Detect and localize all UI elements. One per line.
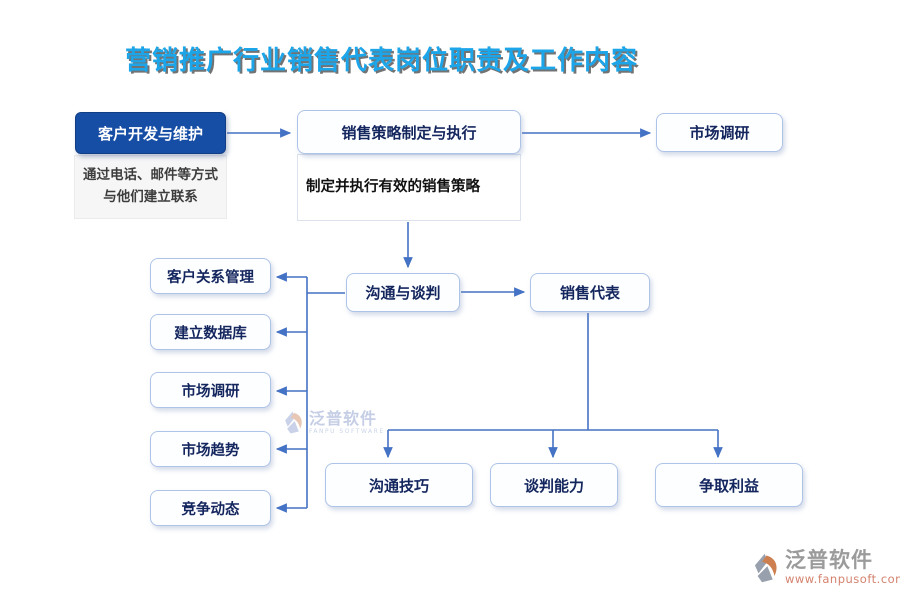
node-label: 市场趋势	[181, 442, 240, 459]
fanpu-logo-icon	[754, 553, 777, 583]
note-line: 制定并执行有效的销售策略	[306, 178, 480, 195]
node-negotiation-ability: 谈判能力	[490, 463, 618, 507]
node-label: 争取利益	[698, 476, 759, 495]
watermark-url: www.fanpusoft.com	[785, 572, 900, 586]
watermark-subtitle: FANPU SOFTWARE	[309, 427, 385, 435]
node-market-trend: 市场趋势	[150, 431, 271, 467]
node-label: 建立数据库	[174, 325, 247, 342]
fanpu-logo-icon	[285, 411, 302, 434]
node-sales-representative: 销售代表	[530, 273, 650, 312]
node-build-database: 建立数据库	[150, 314, 271, 350]
node-label: 谈判能力	[523, 476, 584, 495]
watermark-bottom-right: 泛普软件 www.fanpusoft.com	[752, 550, 900, 586]
node-label: 市场调研	[181, 383, 240, 400]
node-label: 竞争动态	[181, 501, 240, 518]
node-sales-strategy: 销售策略制定与执行	[297, 110, 521, 154]
note-line: 与他们建立联系	[103, 189, 198, 205]
page-title: 营销推广行业销售代表岗位职责及工作内容	[125, 46, 639, 76]
note-line: 通过电话、邮件等方式	[83, 167, 218, 184]
node-label: 沟通与谈判	[365, 284, 441, 302]
node-label: 客户关系管理	[167, 269, 254, 286]
watermark-brand: 泛普软件	[309, 408, 378, 428]
node-communication-skills: 沟通技巧	[325, 463, 473, 507]
node-competition-dynamics: 竞争动态	[150, 490, 271, 526]
node-customer-development: 客户开发与维护	[75, 112, 226, 154]
node-customer-relationship-management: 客户关系管理	[150, 258, 271, 294]
watermark-brand: 泛普软件	[785, 548, 873, 572]
note-sales-strategy: 制定并执行有效的销售策略	[297, 154, 521, 221]
note-customer-development: 通过电话、邮件等方式 与他们建立联系	[74, 155, 227, 219]
node-gain-benefits: 争取利益	[655, 463, 803, 507]
node-market-research-top: 市场调研	[656, 113, 783, 152]
node-label: 市场调研	[689, 124, 750, 142]
node-label: 销售策略制定与执行	[341, 123, 477, 142]
watermark-center: 泛普软件 FANPU SOFTWARE	[283, 410, 385, 435]
node-communication-negotiation: 沟通与谈判	[346, 273, 460, 312]
node-label: 沟通技巧	[368, 476, 429, 495]
node-label: 客户开发与维护	[97, 124, 203, 143]
node-market-research-left: 市场调研	[150, 372, 271, 408]
node-label: 销售代表	[559, 284, 620, 302]
